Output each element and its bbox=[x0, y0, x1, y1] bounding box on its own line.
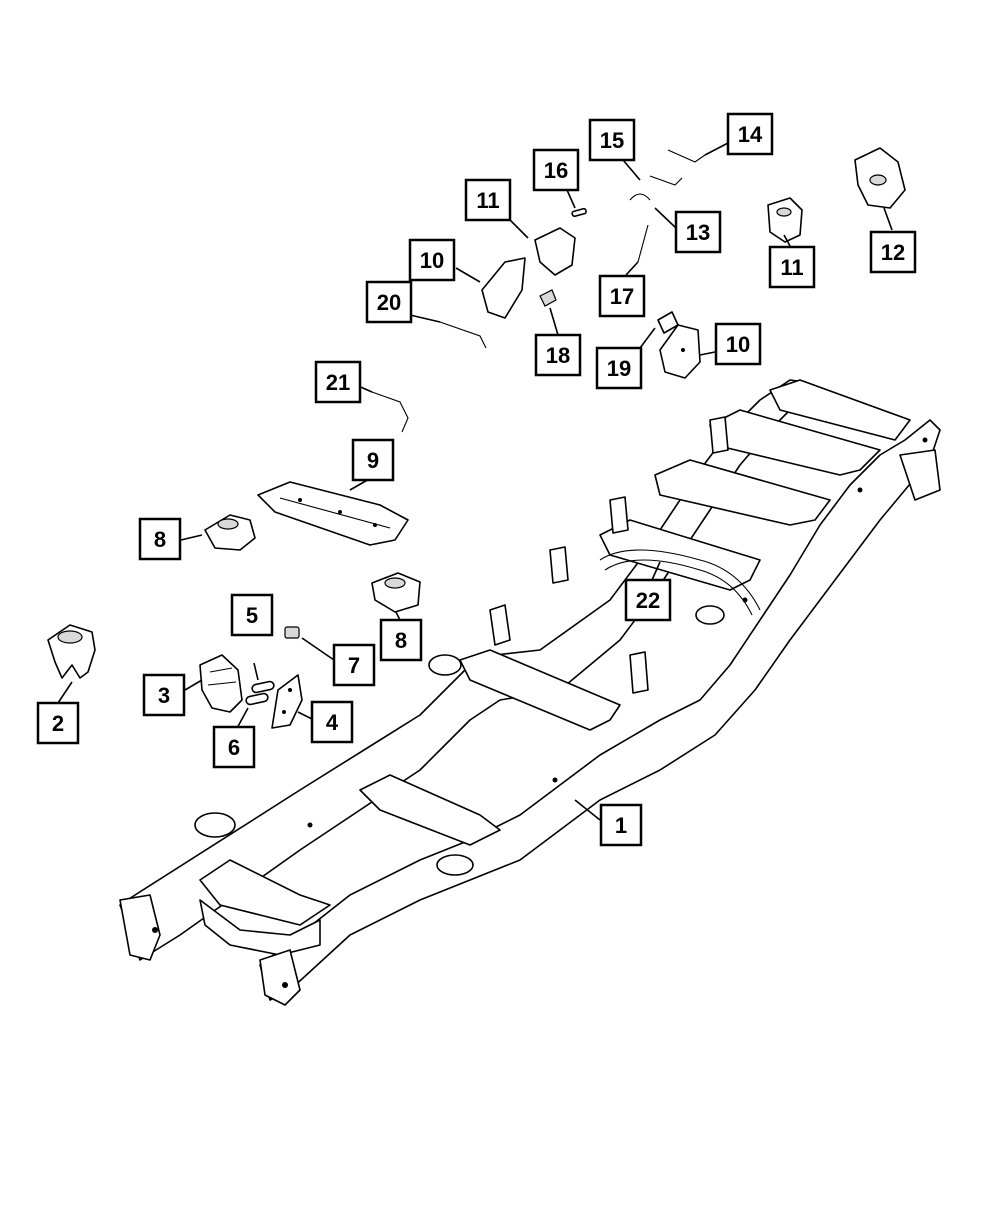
callout-2: 2 bbox=[36, 701, 80, 745]
part-21-pipe bbox=[371, 391, 409, 433]
callout-10b: 10 bbox=[714, 322, 762, 366]
callout-12: 12 bbox=[869, 230, 917, 274]
part-10a-bracket bbox=[481, 257, 526, 319]
frame-assembly bbox=[119, 379, 941, 1006]
callout-10a: 10 bbox=[408, 238, 456, 282]
callout-label: 11 bbox=[780, 255, 803, 280]
part-8a-bracket bbox=[204, 514, 256, 551]
callout-7: 7 bbox=[332, 643, 376, 687]
callout-label: 5 bbox=[246, 603, 258, 628]
part-3-bracket bbox=[199, 654, 243, 713]
callout-22: 22 bbox=[624, 578, 672, 622]
part-9-crossmember bbox=[257, 481, 409, 546]
callout-label: 8 bbox=[395, 628, 407, 653]
callout-label: 14 bbox=[738, 122, 763, 147]
part-10b-bracket bbox=[659, 324, 701, 379]
callout-label: 18 bbox=[546, 343, 570, 368]
part-4-plate bbox=[271, 674, 303, 729]
callout-label: 12 bbox=[881, 240, 905, 265]
callout-8a: 8 bbox=[138, 517, 182, 561]
callout-label: 2 bbox=[52, 711, 64, 736]
part-12-bracket bbox=[854, 147, 906, 209]
callout-label: 11 bbox=[476, 188, 499, 213]
callout-19: 19 bbox=[595, 346, 643, 390]
callout-20: 20 bbox=[365, 280, 413, 324]
part-8b-bracket bbox=[371, 572, 421, 613]
callout-label: 4 bbox=[326, 710, 339, 735]
callout-label: 13 bbox=[686, 220, 710, 245]
part-11b-bracket bbox=[767, 197, 803, 243]
callout-4: 4 bbox=[310, 700, 354, 744]
callout-11a: 11 bbox=[464, 178, 512, 222]
callout-label: 15 bbox=[600, 128, 624, 153]
part-19-clip bbox=[657, 311, 679, 334]
callout-9: 9 bbox=[351, 438, 395, 482]
callout-label: 17 bbox=[610, 284, 634, 309]
part-7-clip bbox=[284, 626, 300, 639]
part-13-hose bbox=[629, 193, 651, 201]
callout-5: 5 bbox=[230, 593, 274, 637]
callout-label: 21 bbox=[326, 370, 350, 395]
callout-1: 1 bbox=[599, 803, 643, 847]
part-11a-bracket bbox=[534, 227, 576, 276]
callout-label: 3 bbox=[158, 683, 170, 708]
callout-label: 20 bbox=[377, 290, 401, 315]
callout-label: 10 bbox=[726, 332, 750, 357]
callout-16: 16 bbox=[532, 148, 580, 192]
callout-21: 21 bbox=[314, 360, 362, 404]
callout-18: 18 bbox=[534, 333, 582, 377]
callout-label: 10 bbox=[420, 248, 444, 273]
part-14-tube bbox=[667, 149, 706, 163]
callout-17: 17 bbox=[598, 274, 646, 318]
callout-label: 16 bbox=[544, 158, 568, 183]
callout-15: 15 bbox=[588, 118, 636, 162]
callout-13: 13 bbox=[674, 210, 722, 254]
callout-6: 6 bbox=[212, 725, 256, 769]
callout-11b: 11 bbox=[768, 245, 816, 289]
callout-14: 14 bbox=[726, 112, 774, 156]
part-2-bracket bbox=[47, 624, 96, 679]
part-15-tube bbox=[649, 175, 683, 186]
callout-label: 8 bbox=[154, 527, 166, 552]
callout-label: 19 bbox=[607, 356, 631, 381]
part-18-fastener bbox=[539, 289, 557, 307]
callout-label: 1 bbox=[615, 813, 627, 838]
callout-label: 9 bbox=[367, 448, 379, 473]
part-5-bushing bbox=[251, 680, 275, 694]
callout-3: 3 bbox=[142, 673, 186, 717]
callout-8b: 8 bbox=[379, 618, 423, 662]
part-17-rod bbox=[637, 224, 649, 263]
part-6-bushing bbox=[245, 692, 269, 706]
callout-label: 6 bbox=[228, 735, 240, 760]
callout-label: 22 bbox=[636, 588, 660, 613]
part-16-pin bbox=[571, 207, 587, 218]
callout-label: 7 bbox=[348, 653, 360, 678]
part-20-pipe bbox=[439, 321, 487, 349]
